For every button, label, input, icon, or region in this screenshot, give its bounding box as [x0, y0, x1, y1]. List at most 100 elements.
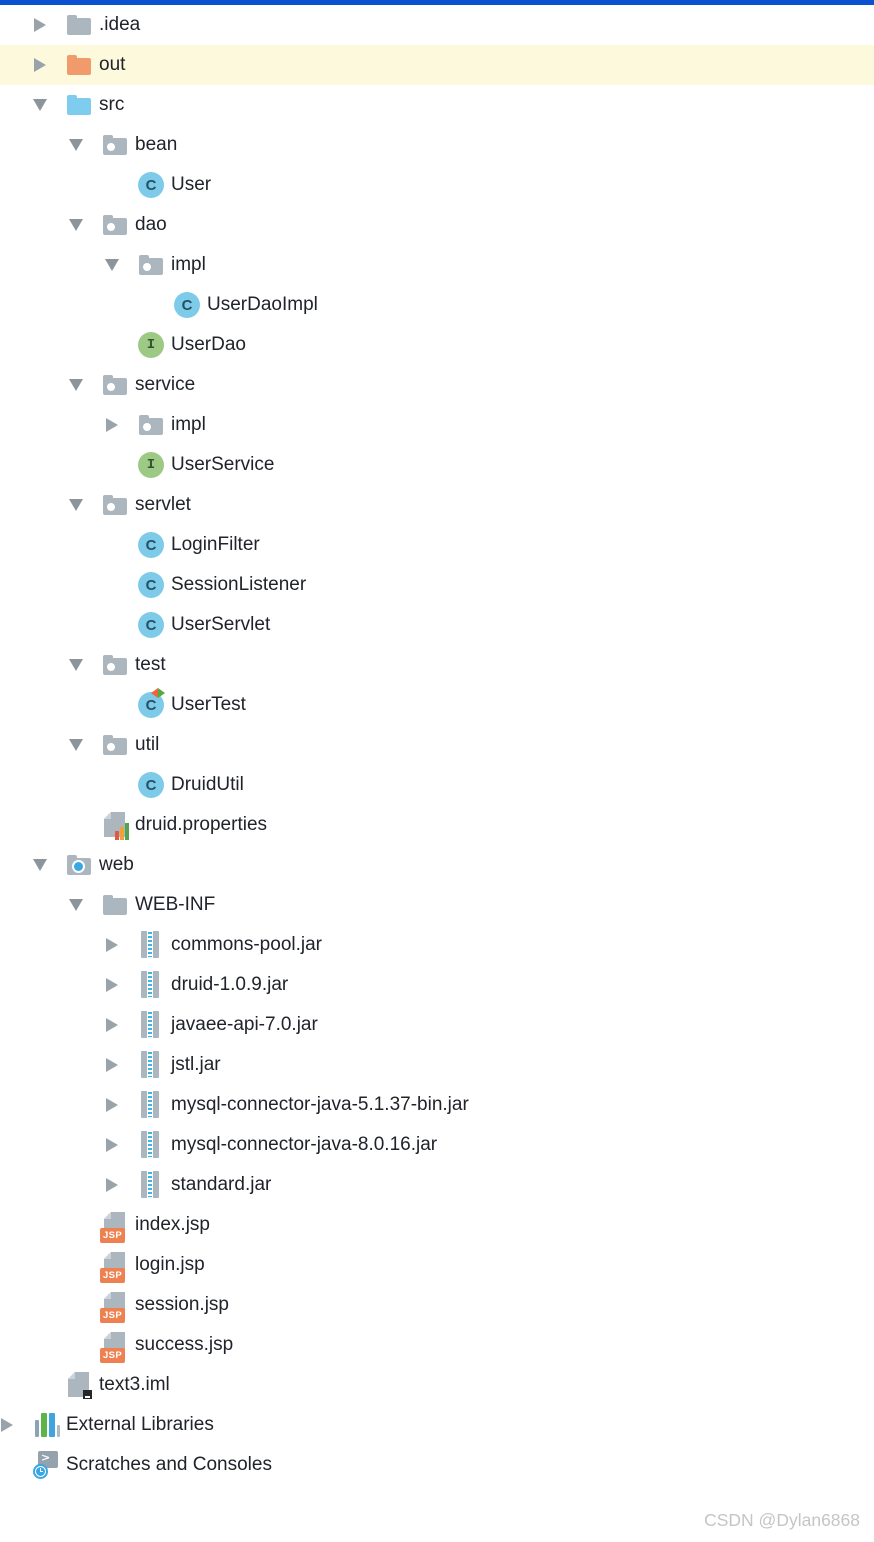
chevron-expanded-icon[interactable]: [33, 857, 66, 873]
interface-icon: I: [138, 331, 165, 359]
source-folder-icon: [66, 91, 93, 119]
chevron-collapsed-icon[interactable]: [105, 937, 138, 953]
arrow-spacer: [0, 1457, 33, 1473]
tree-item-label: UserTest: [171, 694, 246, 715]
tree-row-out[interactable]: out: [0, 45, 874, 85]
chevron-collapsed-icon[interactable]: [33, 57, 66, 73]
tree-row-bean[interactable]: bean: [0, 125, 874, 165]
class-icon: C: [138, 171, 165, 199]
arrow-spacer: [33, 1377, 66, 1393]
class-icon: C: [138, 571, 165, 599]
chevron-collapsed-icon[interactable]: [105, 1017, 138, 1033]
chevron-expanded-icon[interactable]: [69, 137, 102, 153]
tree-row-test[interactable]: test: [0, 645, 874, 685]
chevron-collapsed-icon[interactable]: [0, 1417, 33, 1433]
chevron-expanded-icon[interactable]: [69, 217, 102, 233]
tree-item-label: impl: [171, 414, 206, 435]
tree-row-jstl-jar[interactable]: jstl.jar: [0, 1045, 874, 1085]
tree-item-label: service: [135, 374, 196, 395]
tree-row-commons-pool-jar[interactable]: commons-pool.jar: [0, 925, 874, 965]
chevron-expanded-icon[interactable]: [69, 737, 102, 753]
package-folder-icon: [102, 371, 129, 399]
chevron-collapsed-icon[interactable]: [105, 1177, 138, 1193]
tree-row-service[interactable]: service: [0, 365, 874, 405]
package-folder-icon: [102, 131, 129, 159]
chevron-collapsed-icon[interactable]: [105, 1057, 138, 1073]
tree-row-util[interactable]: util: [0, 725, 874, 765]
tree-item-label: Scratches and Consoles: [66, 1454, 272, 1475]
tree-item-label: javaee-api-7.0.jar: [171, 1014, 318, 1035]
jsp-file-icon: JSP: [100, 1291, 129, 1323]
tree-row-mysql-connector-java-5-1-37-bin-jar[interactable]: mysql-connector-java-5.1.37-bin.jar: [0, 1085, 874, 1125]
web-folder-icon: [66, 851, 93, 879]
tree-row-druid-properties[interactable]: druid.properties: [0, 805, 874, 845]
tree-item-label: UserService: [171, 454, 275, 475]
chevron-expanded-icon[interactable]: [69, 657, 102, 673]
tree-row-idea[interactable]: .idea: [0, 5, 874, 45]
chevron-collapsed-icon[interactable]: [105, 1137, 138, 1153]
tree-row-impl[interactable]: impl: [0, 245, 874, 285]
chevron-expanded-icon[interactable]: [105, 257, 138, 273]
tree-row-src[interactable]: src: [0, 85, 874, 125]
class-icon: C: [138, 771, 165, 799]
tree-row-external-libraries[interactable]: External Libraries: [0, 1405, 874, 1445]
tree-row-web-inf[interactable]: WEB-INF: [0, 885, 874, 925]
jar-archive-icon: [138, 1051, 165, 1079]
chevron-expanded-icon[interactable]: [69, 377, 102, 393]
tree-row-dao[interactable]: dao: [0, 205, 874, 245]
tree-item-label: text3.iml: [99, 1374, 170, 1395]
tree-item-label: bean: [135, 134, 178, 155]
arrow-spacer: [69, 1297, 102, 1313]
chevron-expanded-icon[interactable]: [69, 897, 102, 913]
tree-row-druid-1-0-9-jar[interactable]: druid-1.0.9.jar: [0, 965, 874, 1005]
chevron-collapsed-icon[interactable]: [33, 17, 66, 33]
tree-row-web[interactable]: web: [0, 845, 874, 885]
tree-row-standard-jar[interactable]: standard.jar: [0, 1165, 874, 1205]
package-folder-icon: [138, 251, 165, 279]
tree-item-label: jstl.jar: [171, 1054, 221, 1075]
tree-item-label: External Libraries: [66, 1414, 214, 1435]
arrow-spacer: [141, 297, 174, 313]
tree-item-label: .idea: [99, 14, 141, 35]
tree-row-text3-iml[interactable]: text3.iml: [0, 1365, 874, 1405]
tree-row-servlet[interactable]: servlet: [0, 485, 874, 525]
tree-item-label: LoginFilter: [171, 534, 260, 555]
chevron-collapsed-icon[interactable]: [105, 1097, 138, 1113]
tree-item-label: util: [135, 734, 160, 755]
tree-item-label: web: [99, 854, 134, 875]
jsp-file-icon: JSP: [100, 1251, 129, 1283]
jsp-file-icon: JSP: [100, 1211, 129, 1243]
tree-row-impl[interactable]: impl: [0, 405, 874, 445]
arrow-spacer: [105, 537, 138, 553]
jar-archive-icon: [138, 1131, 165, 1159]
chevron-collapsed-icon[interactable]: [105, 977, 138, 993]
folder-icon: [66, 51, 93, 79]
arrow-spacer: [105, 697, 138, 713]
class-icon: C: [174, 291, 201, 319]
tree-row-mysql-connector-java-8-0-16-jar[interactable]: mysql-connector-java-8.0.16.jar: [0, 1125, 874, 1165]
tree-row-javaee-api-7-0-jar[interactable]: javaee-api-7.0.jar: [0, 1005, 874, 1045]
tree-row-scratches-and-consoles[interactable]: >Scratches and Consoles: [0, 1445, 874, 1485]
chevron-expanded-icon[interactable]: [33, 97, 66, 113]
package-folder-icon: [102, 491, 129, 519]
tree-row-usertest[interactable]: C UserTest: [0, 685, 874, 725]
chevron-expanded-icon[interactable]: [69, 497, 102, 513]
arrow-spacer: [69, 1257, 102, 1273]
arrow-spacer: [105, 777, 138, 793]
test-class-icon: C: [138, 688, 165, 719]
chevron-collapsed-icon[interactable]: [105, 417, 138, 433]
jar-archive-icon: [138, 1011, 165, 1039]
